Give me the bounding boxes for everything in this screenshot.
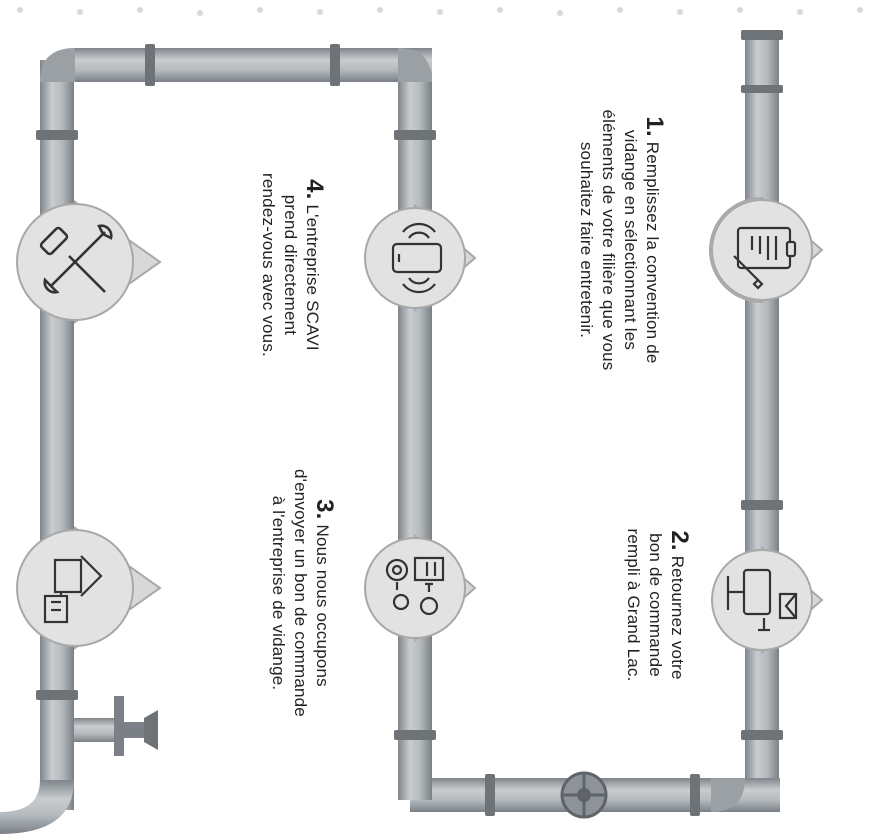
step-2-text: 2. Retournez votre bon de commande rempl… — [600, 490, 693, 720]
pipe-left — [40, 60, 74, 810]
step-3-line-1: Nous nous occupons — [313, 524, 332, 687]
drop-wrench — [16, 200, 162, 324]
step-4-text: 4. L'entreprise SCAVI prend directement … — [235, 145, 328, 385]
step-1-number: 1. — [641, 116, 668, 137]
drop-phone — [364, 203, 477, 313]
step-2-line-3: rempli à Grand Lac. — [624, 528, 643, 682]
house-septic-tank-icon — [43, 555, 103, 624]
pipe-elbow-top-left — [40, 48, 75, 82]
step-1-line-1: Remplissez la convention de — [643, 141, 662, 364]
step-4-line-3: rendez-vous avec vous. — [259, 173, 278, 357]
valve-wheel-icon — [560, 771, 608, 819]
pipe-middle — [398, 80, 432, 800]
step-2-line-2: bon de commande — [646, 533, 665, 677]
step-4-line-1: L'entreprise SCAVI — [303, 204, 322, 351]
clipboard-signing-icon — [733, 226, 797, 290]
drop-step3 — [364, 533, 477, 643]
step-3-number: 3. — [311, 499, 338, 520]
wrench-screwdriver-icon — [39, 224, 113, 294]
mailbox-icon — [726, 568, 798, 632]
step-1-line-2: vidange en sélectionnant les — [621, 129, 640, 351]
step-3-line-2: d'envoyer un bon de commande — [291, 469, 310, 717]
step-4-line-2: prend directement — [281, 194, 300, 336]
pipe-right — [745, 30, 779, 790]
pipe-elbow-top-right — [398, 48, 432, 82]
step-1-line-3: éléments de votre filière que vous — [599, 109, 618, 371]
drop-step1 — [709, 196, 824, 304]
pipe-top — [75, 48, 432, 82]
step-1-text: 1. Remplissez la convention de vidange e… — [555, 70, 668, 410]
step-1-line-4: souhaitez faire entretenir. — [577, 141, 596, 339]
step-2-number: 2. — [666, 530, 693, 551]
faucet-valve-icon — [74, 696, 158, 756]
step-3-line-3: à l'entreprise de vidange. — [269, 495, 288, 691]
pipe-elbow-bottom-right — [711, 778, 745, 812]
step-3-text: 3. Nous nous occupons d'envoyer un bon d… — [245, 438, 338, 748]
step-2-line-1: Retournez votre — [668, 555, 687, 680]
step-4-number: 4. — [301, 179, 328, 200]
pipe-network — [0, 30, 783, 834]
document-gear-workflow-icon — [385, 556, 445, 616]
pipe-elbow-bottom-left — [0, 780, 74, 834]
decorative-dots — [17, 7, 863, 16]
